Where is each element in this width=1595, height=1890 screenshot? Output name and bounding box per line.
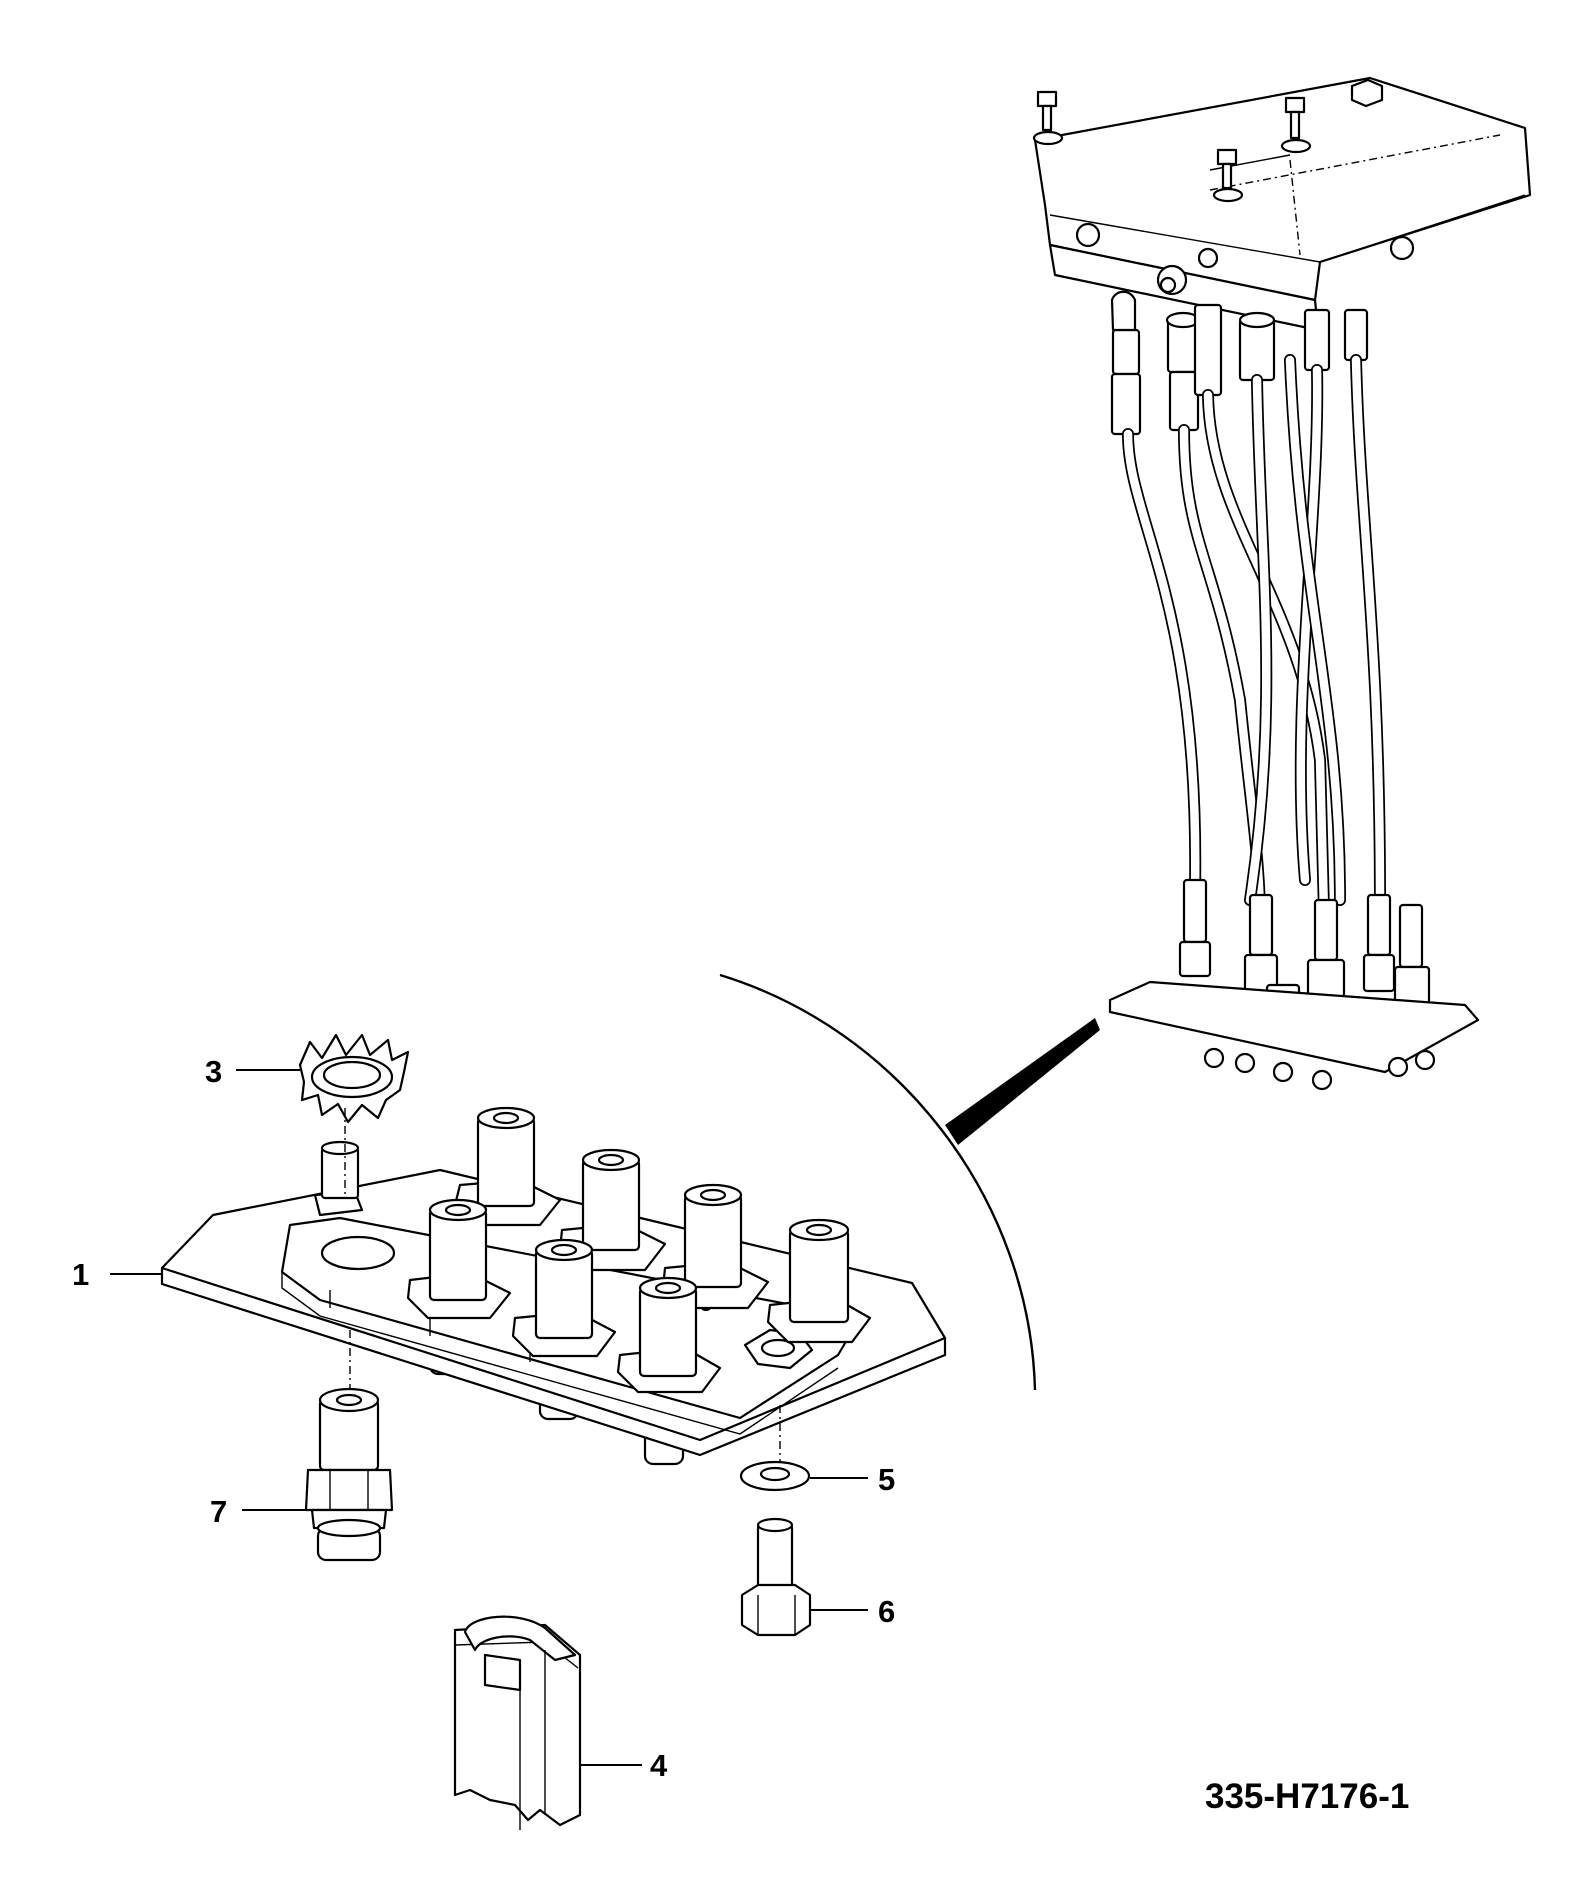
cartridge-valve [511, 1238, 617, 1358]
callout-6: 6 [878, 1594, 895, 1629]
hex-bolt [740, 1517, 812, 1637]
bracket-bolt [1032, 90, 1064, 146]
cartridge-valves [406, 1106, 872, 1394]
callout-3: 3 [205, 1054, 222, 1089]
callout-5: 5 [878, 1462, 895, 1497]
detail-arc [719, 973, 1037, 1391]
bracket-bolt [1212, 148, 1244, 203]
bracket-nut [1350, 78, 1384, 108]
manifold-bracket-assembly [1032, 76, 1532, 1091]
bracket-bolt [1280, 96, 1312, 154]
callout-1: 1 [72, 1257, 89, 1292]
detail-pointer-arrow [945, 1018, 1100, 1145]
hydraulic-hoses [1122, 354, 1386, 956]
cartridge-valve [616, 1276, 722, 1394]
plate-pin [313, 1140, 364, 1217]
cartridge-valve [406, 1198, 512, 1320]
tooth-lock-washer [298, 1033, 410, 1124]
leader-lines [110, 1069, 868, 1766]
callout-4: 4 [650, 1748, 668, 1783]
callouts: 1 3 4 5 6 7 [72, 1054, 895, 1783]
cartridge-valve [661, 1183, 770, 1310]
pressure-switch [304, 1387, 394, 1562]
electrical-connector [453, 1615, 582, 1830]
callout-7: 7 [210, 1494, 227, 1529]
drawing-number: 335-H7176-1 [1205, 1777, 1409, 1816]
flat-washer [739, 1460, 811, 1492]
assembled-plate [1108, 980, 1480, 1091]
cartridge-valve [766, 1218, 872, 1344]
